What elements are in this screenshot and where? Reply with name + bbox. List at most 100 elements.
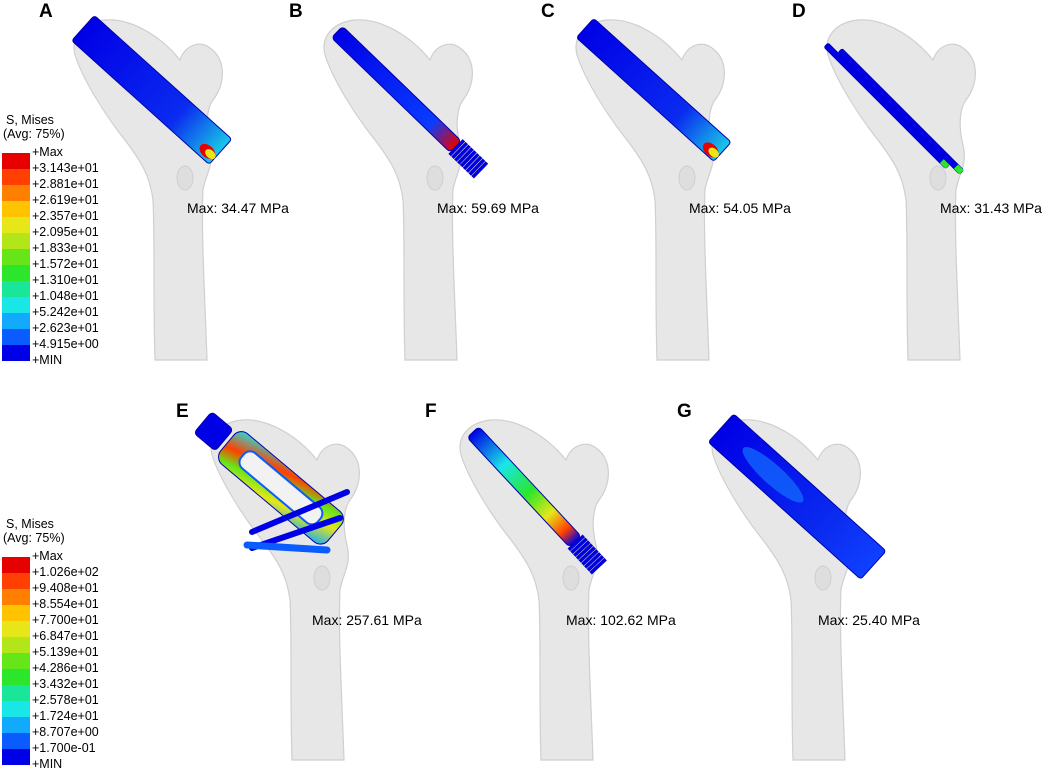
legend-tick-label: +5.139e+01 (32, 645, 99, 659)
legend-swatch (2, 281, 30, 297)
legend-swatch (2, 653, 30, 669)
legend-tick-label: +3.432e+01 (32, 677, 99, 691)
screw-thread (573, 540, 591, 557)
panel-letter: G (677, 401, 692, 422)
max-stress-label: Max: 34.47 MPa (187, 200, 289, 216)
femur-bone (459, 419, 609, 761)
legend-swatch (2, 605, 30, 621)
legend-swatch (2, 557, 30, 573)
panel-a: A Max: 34.47 MPa (35, 0, 295, 361)
panel-e: E Max: 257.61 MPa (172, 400, 432, 761)
cage-cap (194, 412, 233, 450)
legend-swatch (2, 669, 30, 685)
max-stress-label: Max: 31.43 MPa (940, 200, 1042, 216)
legend-tick-label: +4.915e+00 (32, 337, 99, 351)
legend-swatch (2, 733, 30, 749)
femur-bone (323, 19, 473, 361)
implant-body (577, 19, 731, 161)
implant-cage (194, 412, 344, 545)
legend-tick-label: +MIN (32, 353, 63, 367)
legend-swatch (2, 749, 30, 765)
legend-tick-label: +1.026e+02 (32, 565, 99, 579)
screw-thread (465, 155, 483, 173)
legend-swatch (2, 265, 30, 281)
legend-swatch (2, 717, 30, 733)
screw-thread (586, 555, 605, 572)
max-stress-label: Max: 102.62 MPa (566, 612, 676, 628)
lesser-trochanter (929, 165, 947, 191)
screw-thread (451, 141, 469, 160)
lesser-trochanter (176, 165, 194, 191)
legend-tick-label: +2.623e+01 (32, 321, 99, 335)
lesser-trochanter (678, 165, 696, 191)
implant-pin (838, 48, 964, 175)
panel-letter: D (792, 1, 806, 22)
cross-screw (249, 489, 350, 535)
panel-c: C Max: 54.05 MPa (537, 0, 797, 361)
legend-swatch (2, 313, 30, 329)
legend-tick-label: +5.242e+01 (32, 305, 99, 319)
legend-swatch (2, 169, 30, 185)
legend-swatch (2, 621, 30, 637)
legend-swatch (2, 685, 30, 701)
legend-tick-label: +2.357e+01 (32, 209, 99, 223)
lesser-trochanter (562, 565, 580, 591)
legend-tick-label: +3.143e+01 (32, 161, 99, 175)
screw-thread (471, 161, 489, 179)
legend-title-line1: S, Mises (6, 517, 54, 531)
screw-thread (584, 552, 602, 569)
legend-tick-label: +2.881e+01 (32, 177, 99, 191)
legend-tick-label: +1.048e+01 (32, 289, 99, 303)
legend-tick-label: +1.724e+01 (32, 709, 99, 723)
legend-tick-label: +1.700e-01 (32, 741, 96, 755)
implant-screw (468, 427, 607, 575)
stress-hotspot (205, 149, 216, 160)
lesser-trochanter (814, 565, 832, 591)
femur-model (194, 412, 360, 761)
implant-blade (72, 16, 232, 164)
legend-swatch (2, 701, 30, 717)
screw-thread (567, 534, 586, 552)
screw-thread (581, 549, 599, 566)
femur-bone (826, 19, 976, 361)
stress-legend-top: S, Mises (Avg: 75%) +Max +3.143e+01 +2.881… (0, 113, 100, 373)
implant-blade (709, 414, 886, 579)
stress-region (742, 447, 804, 503)
legend-tick-label: +1.310e+01 (32, 273, 99, 287)
legend-swatch (2, 637, 30, 653)
cross-screw (243, 541, 331, 554)
cross-screws (243, 489, 350, 554)
legend-swatch (2, 329, 30, 345)
screw-thread (589, 557, 607, 575)
legend-tick-label: +7.700e+01 (32, 613, 99, 627)
legend-color-bar (2, 153, 30, 362)
panel-d: D Max: 31.43 MPa (788, 0, 1048, 361)
screw-thread (457, 147, 474, 165)
femur-model (575, 19, 731, 361)
legend-tick-label: +Max (32, 145, 63, 159)
legend-tick-label: +2.619e+01 (32, 193, 99, 207)
legend-tick-label: +9.408e+01 (32, 581, 99, 595)
femur-model (323, 19, 489, 361)
legend-tick-label: +1.572e+01 (32, 257, 99, 271)
legend-tick-label: +2.578e+01 (32, 693, 99, 707)
stress-hotspot (939, 158, 950, 169)
legend-tick-label: +1.833e+01 (32, 241, 99, 255)
legend-swatch (2, 589, 30, 605)
screw-thread (454, 144, 471, 162)
legend-title-line2: (Avg: 75%) (3, 127, 65, 141)
panel-letter: B (289, 1, 303, 22)
legend-color-bar (2, 557, 30, 766)
screw-thread (448, 139, 466, 157)
legend-swatch (2, 153, 30, 169)
legend-swatch (2, 249, 30, 265)
legend-title-line1: S, Mises (6, 113, 54, 127)
panel-f: F Max: 102.62 MPa (421, 400, 681, 761)
legend-tick-label: +4.286e+01 (32, 661, 99, 675)
implant-blade (577, 19, 731, 161)
stress-hotspot (708, 147, 719, 158)
femur-model (459, 419, 609, 761)
legend-tick-label: +8.554e+01 (32, 597, 99, 611)
legend-swatch (2, 185, 30, 201)
legend-swatch (2, 345, 30, 361)
